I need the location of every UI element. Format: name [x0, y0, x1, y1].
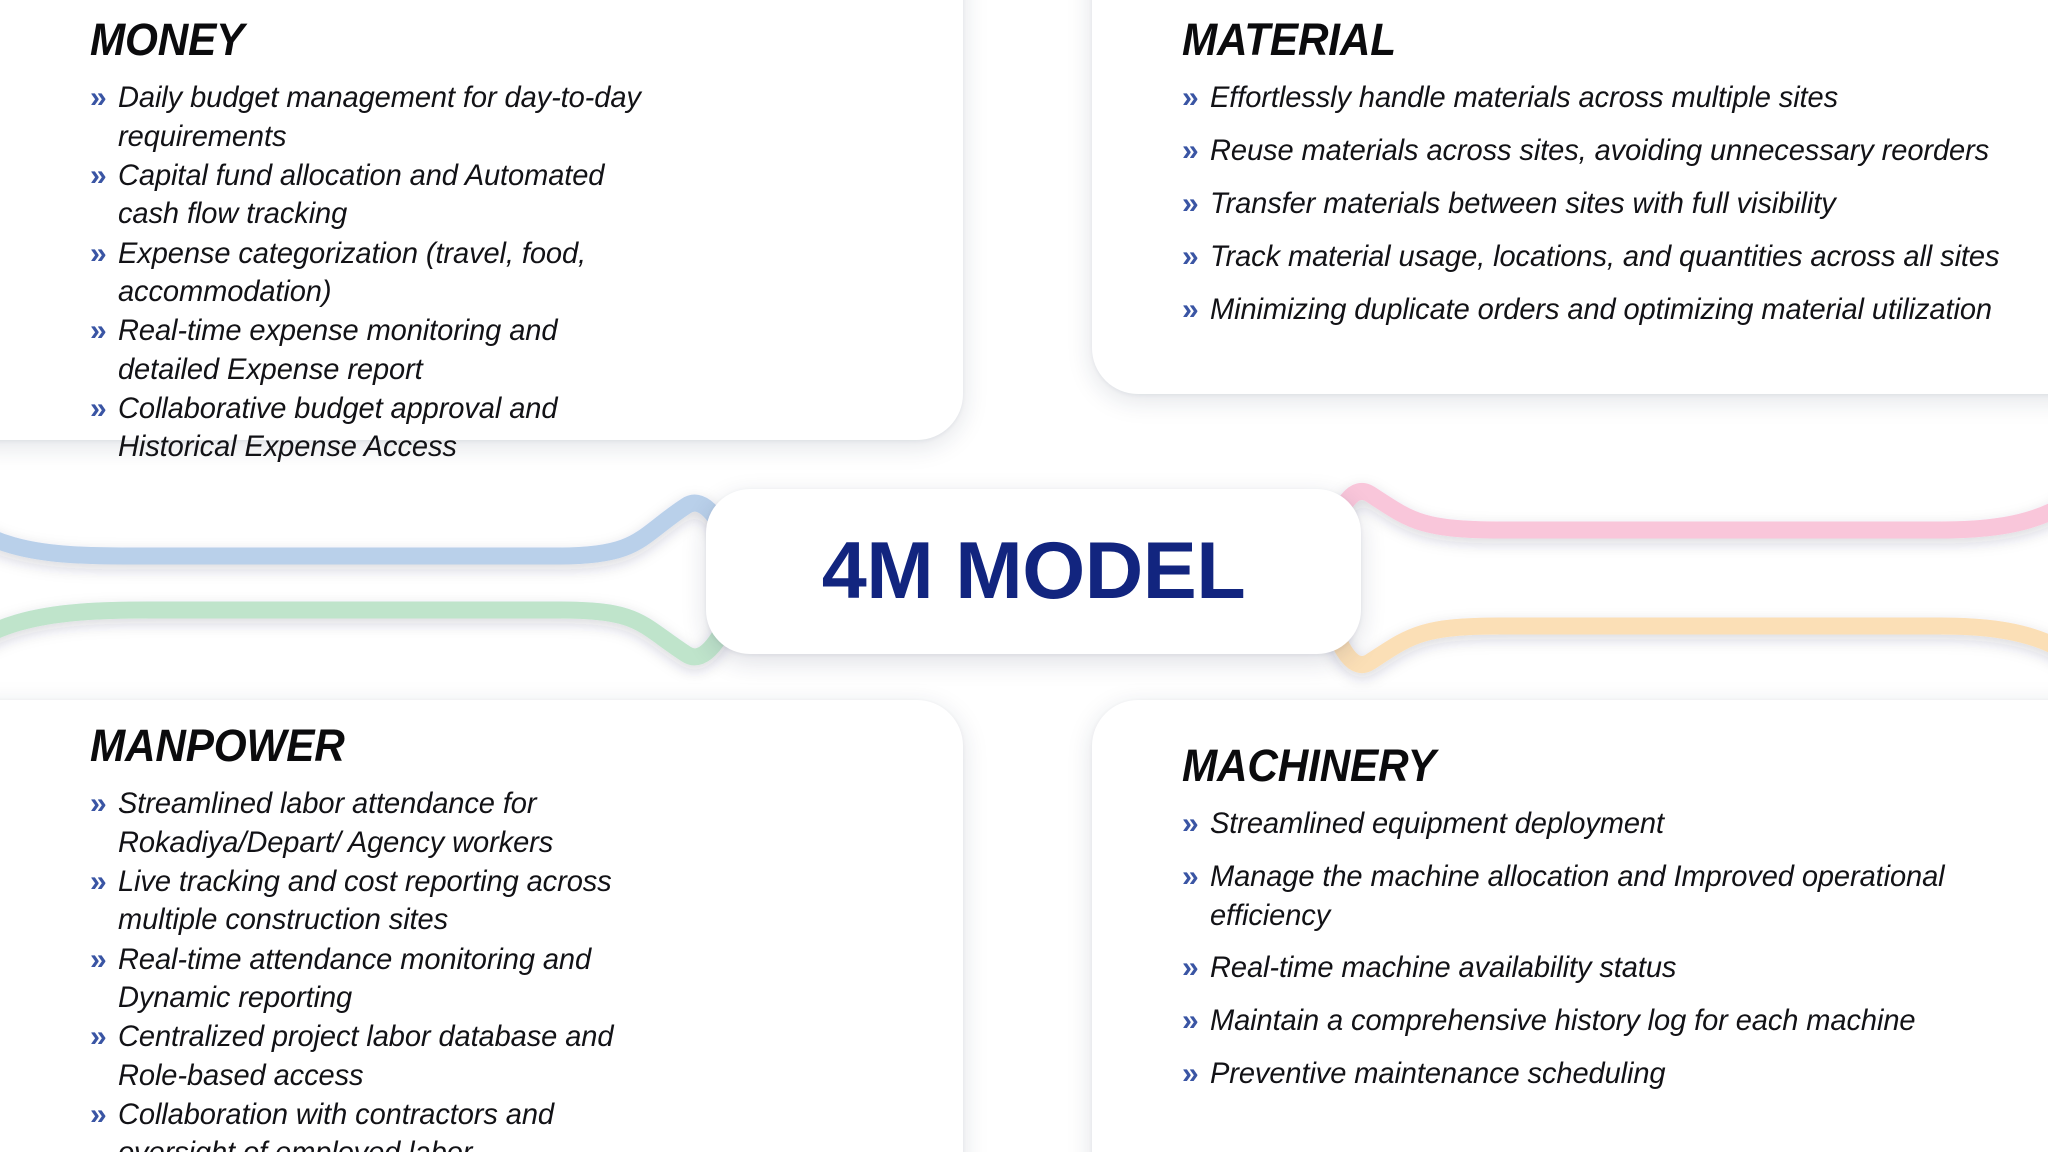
- double-chevron-right-icon: »: [1182, 860, 1199, 894]
- center-badge-label: 4M MODEL: [821, 526, 1246, 616]
- bullet-list-manpower: » Streamlined labor attendance for Rokad…: [90, 785, 653, 1152]
- double-chevron-right-icon: »: [90, 314, 107, 348]
- double-chevron-right-icon: »: [1182, 950, 1199, 984]
- double-chevron-right-icon: »: [1182, 81, 1199, 115]
- bullet-text: Minimizing duplicate orders and optimizi…: [1209, 293, 1992, 327]
- list-item: » Reuse materials across sites, avoiding…: [1182, 132, 2048, 171]
- double-chevron-right-icon: »: [1182, 807, 1199, 841]
- bullet-text: Real-time attendance monitoring and Dyna…: [117, 942, 591, 1014]
- double-chevron-right-icon: »: [90, 864, 107, 898]
- list-item: » Centralized project labor database and…: [90, 1018, 653, 1095]
- quadrant-card-material[interactable]: MATERIAL » Effortlessly handle materials…: [1092, 0, 2048, 394]
- list-item: » Capital fund allocation and Automated …: [90, 157, 663, 234]
- list-item: » Collaborative budget approval and Hist…: [90, 390, 663, 467]
- double-chevron-right-icon: »: [1182, 240, 1199, 274]
- list-item: » Streamlined labor attendance for Rokad…: [90, 785, 653, 862]
- bullet-text: Reuse materials across sites, avoiding u…: [1209, 134, 1989, 168]
- bullet-list-machinery: » Streamlined equipment deployment » Man…: [1182, 805, 2048, 1094]
- bullet-text: Live tracking and cost reporting across …: [117, 864, 612, 937]
- double-chevron-right-icon: »: [90, 787, 107, 821]
- list-item: » Daily budget management for day-to-day…: [90, 79, 663, 156]
- list-item: » Real-time expense monitoring and detai…: [90, 312, 663, 389]
- list-item: » Track material usage, locations, and q…: [1182, 238, 2048, 277]
- bullet-text: Manage the machine allocation and Improv…: [1209, 860, 1945, 932]
- double-chevron-right-icon: »: [1182, 293, 1199, 327]
- connector-manpower: [0, 589, 749, 666]
- double-chevron-right-icon: »: [1182, 187, 1199, 221]
- bullet-text: Transfer materials between sites with fu…: [1209, 187, 1836, 221]
- list-item: » Real-time machine availability status: [1182, 949, 2048, 988]
- bullet-text: Collaborative budget approval and Histor…: [117, 392, 558, 464]
- bullet-text: Collaboration with contractors and overs…: [117, 1098, 554, 1152]
- list-item: » Effortlessly handle materials across m…: [1182, 79, 2048, 118]
- list-item: » Live tracking and cost reporting acros…: [90, 863, 653, 940]
- card-title-manpower: MANPOWER: [90, 720, 345, 771]
- bullet-text: Streamlined equipment deployment: [1209, 807, 1664, 841]
- bullet-list-money: » Daily budget management for day-to-day…: [90, 79, 663, 466]
- bullet-text: Real-time expense monitoring and detaile…: [117, 314, 558, 386]
- double-chevron-right-icon: »: [90, 158, 107, 192]
- double-chevron-right-icon: »: [1182, 1056, 1199, 1090]
- bullet-text: Centralized project labor database and R…: [117, 1020, 614, 1092]
- connector-money: [0, 494, 749, 569]
- card-title-money: MONEY: [90, 14, 245, 65]
- bullet-text: Real-time machine availability status: [1209, 950, 1677, 984]
- double-chevron-right-icon: »: [90, 1098, 107, 1131]
- bullet-text: Streamlined labor attendance for Rokadiy…: [117, 787, 553, 859]
- list-item: » Streamlined equipment deployment: [1182, 805, 2048, 844]
- list-item: » Minimizing duplicate orders and optimi…: [1182, 291, 2048, 330]
- list-item: » Collaboration with contractors and ove…: [90, 1096, 653, 1152]
- list-item: » Transfer materials between sites with …: [1182, 185, 2048, 224]
- bullet-text: Preventive maintenance scheduling: [1209, 1056, 1666, 1090]
- bullet-text: Capital fund allocation and Automated ca…: [117, 158, 605, 231]
- double-chevron-right-icon: »: [1182, 1003, 1199, 1037]
- double-chevron-right-icon: »: [90, 392, 107, 425]
- list-item: » Real-time attendance monitoring and Dy…: [90, 941, 653, 1018]
- quadrant-card-money[interactable]: MONEY » Daily budget management for day-…: [0, 0, 963, 463]
- bullet-text: Maintain a comprehensive history log for…: [1209, 1003, 1916, 1037]
- list-item: » Manage the machine allocation and Impr…: [1182, 858, 2048, 935]
- double-chevron-right-icon: »: [1182, 134, 1199, 168]
- list-item: » Maintain a comprehensive history log f…: [1182, 1002, 2048, 1041]
- quadrant-card-manpower[interactable]: MANPOWER » Streamlined labor attendance …: [0, 700, 963, 1152]
- double-chevron-right-icon: »: [90, 1020, 107, 1054]
- double-chevron-right-icon: »: [90, 81, 107, 115]
- card-title-material: MATERIAL: [1182, 14, 1396, 65]
- bullet-text: Track material usage, locations, and qua…: [1209, 240, 2000, 274]
- bullet-list-material: » Effortlessly handle materials across m…: [1182, 79, 2048, 330]
- connector-material: [1313, 483, 2048, 565]
- double-chevron-right-icon: »: [90, 236, 107, 270]
- list-item: » Expense categorization (travel, food, …: [90, 235, 663, 312]
- bullet-text: Effortlessly handle materials across mul…: [1209, 81, 1838, 115]
- card-title-machinery: MACHINERY: [1182, 740, 1436, 791]
- list-item: » Preventive maintenance scheduling: [1182, 1055, 2048, 1094]
- center-badge[interactable]: 4M MODEL: [706, 489, 1361, 654]
- double-chevron-right-icon: »: [90, 942, 107, 976]
- bullet-text: Daily budget management for day-to-day r…: [117, 81, 641, 153]
- quadrant-card-machinery[interactable]: MACHINERY » Streamlined equipment deploy…: [1092, 700, 2048, 1152]
- bullet-text: Expense categorization (travel, food, ac…: [117, 236, 586, 308]
